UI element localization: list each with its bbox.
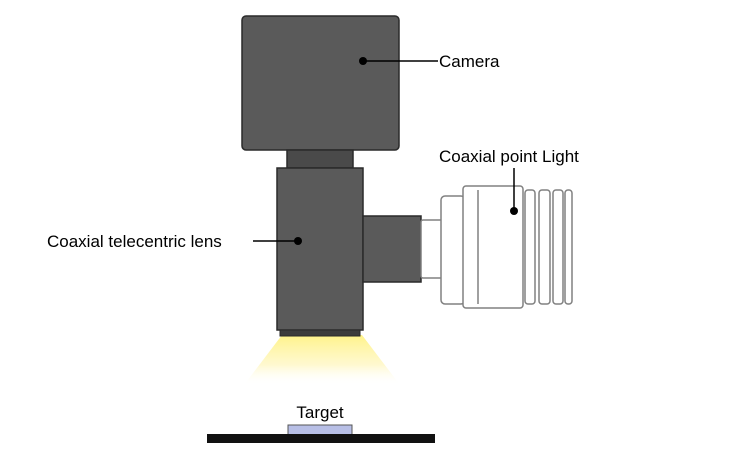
- light-beam: [244, 335, 400, 385]
- camera-leader-dot: [359, 57, 367, 65]
- light-leader-dot: [510, 207, 518, 215]
- target-label: Target: [296, 403, 344, 422]
- camera-body: [241, 15, 400, 151]
- lens-body: [276, 167, 364, 331]
- lens-label: Coaxial telecentric lens: [47, 232, 222, 251]
- light-label: Coaxial point Light: [439, 147, 579, 166]
- lens-bottom-ring: [279, 329, 361, 337]
- stage-platform: [207, 434, 435, 443]
- camera-neck: [286, 149, 354, 169]
- target-sample: [287, 424, 353, 436]
- lens-leader-dot: [294, 237, 302, 245]
- camera-label: Camera: [439, 52, 500, 71]
- coaxial-point-light: [420, 185, 573, 309]
- lens-side-port: [362, 215, 422, 283]
